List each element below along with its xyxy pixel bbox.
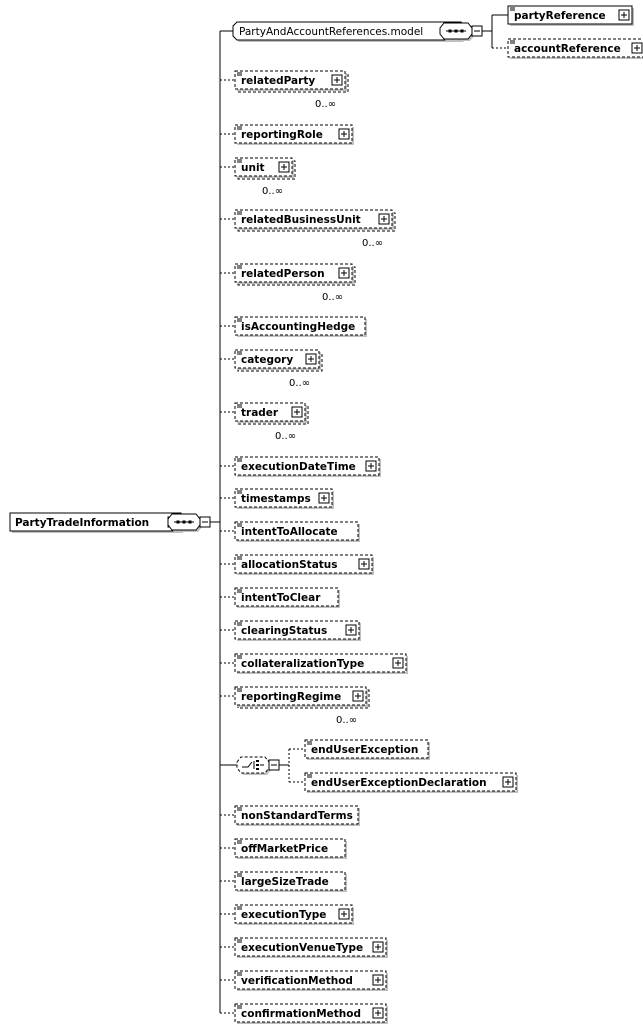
occurs-reportingRegime: 0..∞	[336, 715, 357, 726]
occurs-category: 0..∞	[289, 378, 310, 389]
element-intentToClear-label: intentToClear	[241, 592, 321, 604]
choice-collapse-button[interactable]	[268, 759, 280, 771]
choice-child-endUserExceptionDeclaration[interactable]: endUserExceptionDeclaration	[304, 772, 518, 793]
element-executionVenueType[interactable]: executionVenueType	[234, 937, 388, 958]
element-reportingRole[interactable]: reportingRole	[234, 124, 354, 145]
group-sequence-collapse-button[interactable]	[471, 25, 483, 37]
element-trader-label: trader	[241, 407, 279, 419]
element-relatedPerson-label: relatedPerson	[241, 268, 325, 280]
element-executionType-expand-button[interactable]	[338, 908, 350, 920]
group-child-partyReference-expand-button[interactable]	[618, 9, 630, 21]
element-collateralizationType-expand-button[interactable]	[392, 657, 404, 669]
choice-child-endUserExceptionDeclaration-label: endUserExceptionDeclaration	[311, 777, 487, 789]
element-relatedParty-expand-button[interactable]	[331, 74, 343, 86]
group-child-partyReference-label: partyReference	[514, 10, 606, 22]
choice-child-endUserException[interactable]: endUserException	[304, 739, 430, 760]
element-allocationStatus-expand-button[interactable]	[358, 558, 370, 570]
element-confirmationMethod[interactable]: confirmationMethod	[234, 1003, 388, 1024]
element-executionDateTime-label: executionDateTime	[241, 461, 356, 473]
element-relatedBusinessUnit-label: relatedBusinessUnit	[241, 214, 361, 226]
element-executionDateTime-expand-button[interactable]	[365, 460, 377, 472]
group-child-accountReference[interactable]: accountReference	[507, 38, 643, 59]
element-reportingRole-expand-button[interactable]	[338, 128, 350, 140]
choice-child-endUserExceptionDeclaration-expand-button[interactable]	[502, 776, 514, 788]
occurs-trader: 0..∞	[275, 431, 296, 442]
element-executionType[interactable]: executionType	[234, 904, 354, 925]
element-confirmationMethod-expand-button[interactable]	[372, 1007, 384, 1019]
element-reportingRole-label: reportingRole	[241, 129, 323, 141]
group-child-accountReference-label: accountReference	[514, 43, 621, 55]
element-unit-expand-button[interactable]	[278, 161, 290, 173]
element-allocationStatus-label: allocationStatus	[241, 559, 338, 571]
element-nonStandardTerms[interactable]: nonStandardTerms	[234, 805, 360, 826]
element-collateralizationType-label: collateralizationType	[241, 658, 364, 670]
element-confirmationMethod-label: confirmationMethod	[241, 1008, 361, 1020]
element-unit-label: unit	[241, 162, 265, 174]
element-relatedPerson[interactable]: relatedPerson	[234, 263, 356, 286]
element-category-expand-button[interactable]	[305, 353, 317, 365]
element-verificationMethod[interactable]: verificationMethod	[234, 970, 388, 991]
element-executionVenueType-label: executionVenueType	[241, 942, 363, 954]
element-intentToAllocate-label: intentToAllocate	[241, 526, 338, 538]
sequence-icon	[167, 513, 202, 532]
element-relatedBusinessUnit[interactable]: relatedBusinessUnit	[234, 209, 396, 232]
element-timestamps-label: timestamps	[241, 493, 311, 505]
element-clearingStatus[interactable]: clearingStatus	[234, 620, 361, 641]
choice-icon	[236, 756, 271, 775]
sequence-collapse-button[interactable]	[199, 516, 211, 528]
element-executionType-label: executionType	[241, 909, 326, 921]
occurs-relatedBusinessUnit: 0..∞	[362, 238, 383, 249]
element-relatedParty-label: relatedParty	[241, 75, 315, 87]
choice-child-endUserException-label: endUserException	[311, 744, 418, 756]
element-allocationStatus[interactable]: allocationStatus	[234, 554, 374, 575]
element-reportingRegime-label: reportingRegime	[241, 691, 341, 703]
group-child-partyReference[interactable]: partyReference	[507, 5, 634, 26]
root-element[interactable]: PartyTradeInformation	[9, 512, 183, 533]
element-verificationMethod-expand-button[interactable]	[372, 974, 384, 986]
element-executionVenueType-expand-button[interactable]	[372, 941, 384, 953]
element-isAccountingHedge[interactable]: isAccountingHedge	[234, 316, 367, 337]
root-element-label: PartyTradeInformation	[15, 517, 149, 529]
group-reference[interactable]: PartyAndAccountReferences.model	[232, 21, 467, 42]
element-isAccountingHedge-label: isAccountingHedge	[241, 321, 355, 333]
element-offMarketPrice-label: offMarketPrice	[241, 843, 328, 855]
occurs-unit: 0..∞	[262, 186, 283, 197]
element-clearingStatus-expand-button[interactable]	[345, 624, 357, 636]
element-nonStandardTerms-label: nonStandardTerms	[241, 810, 353, 822]
element-category[interactable]: category	[234, 349, 323, 372]
occurs-relatedPerson: 0..∞	[322, 292, 343, 303]
occurs-relatedParty: 0..∞	[315, 99, 336, 110]
element-largeSizeTrade-label: largeSizeTrade	[241, 876, 329, 888]
element-timestamps[interactable]: timestamps	[234, 488, 334, 509]
group-child-accountReference-expand-button[interactable]	[631, 42, 643, 54]
element-verificationMethod-label: verificationMethod	[241, 975, 353, 987]
element-category-label: category	[241, 354, 293, 366]
element-clearingStatus-label: clearingStatus	[241, 625, 327, 637]
element-offMarketPrice[interactable]: offMarketPrice	[234, 838, 347, 859]
group-reference-label: PartyAndAccountReferences.model	[239, 26, 423, 38]
element-trader-expand-button[interactable]	[291, 406, 303, 418]
element-relatedParty[interactable]: relatedParty	[234, 70, 349, 93]
element-timestamps-expand-button[interactable]	[318, 492, 330, 504]
element-intentToAllocate[interactable]: intentToAllocate	[234, 521, 360, 542]
element-relatedPerson-expand-button[interactable]	[338, 267, 350, 279]
element-trader[interactable]: trader	[234, 402, 309, 425]
element-collateralizationType[interactable]: collateralizationType	[234, 653, 408, 674]
element-relatedBusinessUnit-expand-button[interactable]	[378, 213, 390, 225]
element-reportingRegime[interactable]: reportingRegime	[234, 686, 370, 709]
element-executionDateTime[interactable]: executionDateTime	[234, 456, 381, 477]
element-reportingRegime-expand-button[interactable]	[352, 690, 364, 702]
element-intentToClear[interactable]: intentToClear	[234, 587, 340, 608]
element-largeSizeTrade[interactable]: largeSizeTrade	[234, 871, 347, 892]
group-sequence-icon	[439, 22, 474, 41]
